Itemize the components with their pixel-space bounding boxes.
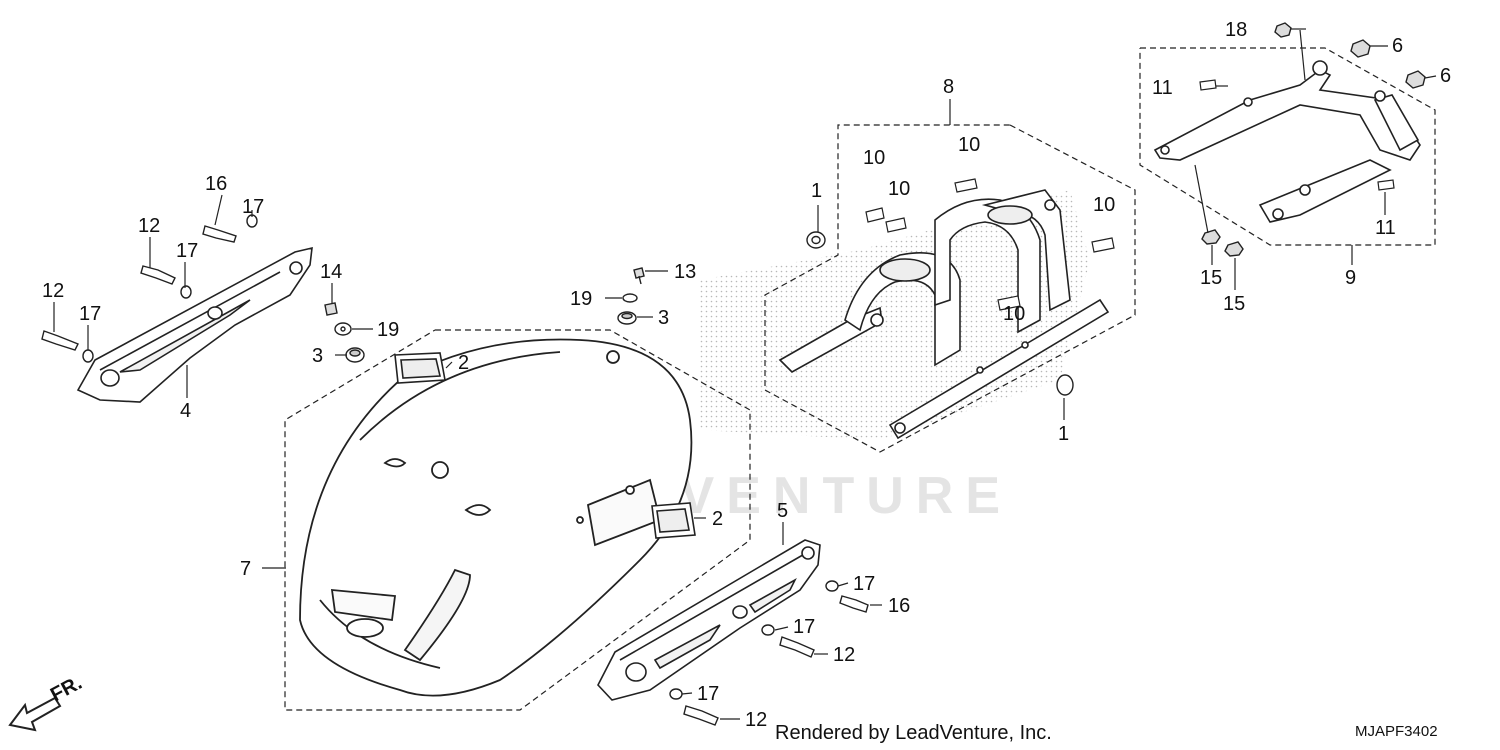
- callout-10-a: 10: [863, 147, 885, 169]
- callout-3-left: 3: [312, 345, 323, 367]
- right-side-rail: [597, 539, 821, 701]
- callout-17-right-lower: 17: [697, 683, 719, 705]
- callout-4: 4: [180, 400, 191, 422]
- callout-17-upper: 17: [242, 196, 264, 218]
- callout-19-right: 19: [570, 288, 592, 310]
- callout-9: 9: [1345, 267, 1356, 289]
- callout-12-left: 12: [42, 280, 64, 302]
- callout-3-right: 3: [658, 307, 669, 329]
- group-box-9: [1139, 47, 1436, 246]
- group-box-7: [284, 329, 751, 711]
- front-arrow-icon: [8, 696, 62, 732]
- callout-13: 13: [674, 261, 696, 283]
- callout-11-left: 11: [1152, 77, 1173, 99]
- bracket-assembly: [1153, 60, 1421, 223]
- callout-18: 18: [1225, 19, 1247, 41]
- callout-16-upper: 16: [205, 173, 227, 195]
- callout-11-right: 11: [1375, 217, 1396, 239]
- rubber-pad-lower: [651, 502, 696, 539]
- left-side-rail: [76, 246, 313, 403]
- callout-1-upper: 1: [811, 180, 822, 202]
- callout-6-right: 6: [1440, 65, 1451, 87]
- callout-17-left: 17: [79, 303, 101, 325]
- label-stickers: [865, 178, 1115, 311]
- callout-12-bottom: 12: [745, 709, 767, 731]
- bracket-labels: [1199, 79, 1395, 191]
- callout-2-upper: 2: [458, 352, 469, 374]
- callout-6-upper: 6: [1392, 35, 1403, 57]
- small-hardware: [82, 22, 1426, 700]
- callout-10-d: 10: [1093, 194, 1115, 216]
- callout-10-b: 10: [888, 178, 910, 200]
- callout-10-e: 10: [1003, 303, 1025, 325]
- diagram-code: MJAPF3402: [1355, 723, 1438, 740]
- footer-credit: Rendered by LeadVenture, Inc.: [775, 722, 1052, 744]
- callout-17-right-upper: 17: [853, 573, 875, 595]
- frame-assembly: [778, 189, 1110, 440]
- callout-12-upper: 12: [138, 215, 160, 237]
- callout-17-right-mid: 17: [793, 616, 815, 638]
- callout-5: 5: [777, 500, 788, 522]
- callout-14: 14: [320, 261, 342, 283]
- callout-15-a: 15: [1200, 267, 1222, 289]
- callout-8: 8: [943, 76, 954, 98]
- callout-numbers: 16 17 12 17 12 17 4 14 19 3 2 2 7 19 13 …: [42, 19, 1451, 731]
- callout-2-lower: 2: [712, 508, 723, 530]
- callout-16-lower: 16: [888, 595, 910, 617]
- callout-19-left: 19: [377, 319, 399, 341]
- callout-17-mid: 17: [176, 240, 198, 262]
- leader-lines: [53, 28, 1437, 720]
- callout-1-lower: 1: [1058, 423, 1069, 445]
- bolts: [41, 225, 869, 726]
- group-box-8: [764, 124, 1136, 453]
- rear-fender: [299, 338, 693, 697]
- callout-12-right-mid: 12: [833, 644, 855, 666]
- callout-10-c: 10: [958, 134, 980, 156]
- callout-7: 7: [240, 558, 251, 580]
- rubber-pad-upper: [394, 352, 446, 384]
- callout-15-b: 15: [1223, 293, 1245, 315]
